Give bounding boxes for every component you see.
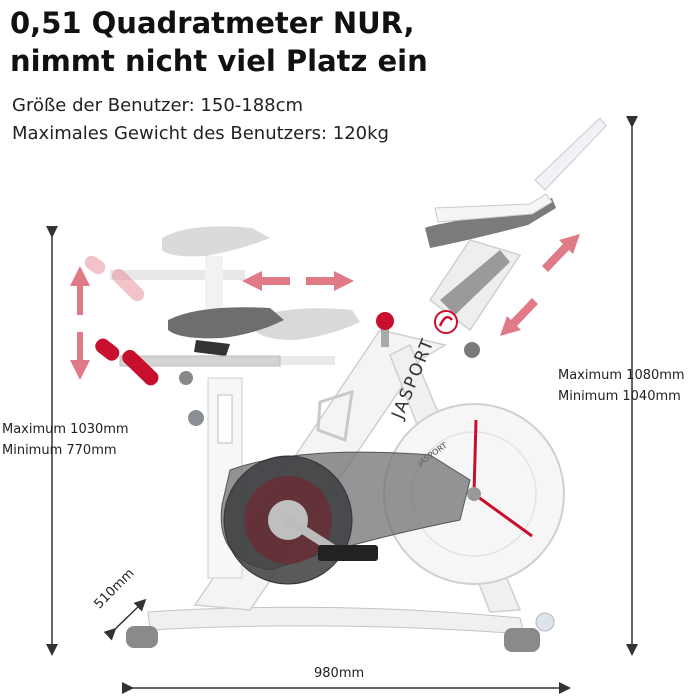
brand-logo-icon	[434, 310, 458, 334]
headline: 0,51 Quadratmeter NUR, nimmt nicht viel …	[10, 4, 428, 80]
pedal	[318, 545, 378, 561]
belt-guard	[220, 451, 471, 585]
seat	[119, 307, 284, 426]
seat-vertical-adjust-arrow	[70, 266, 90, 380]
bottle-holder	[316, 389, 354, 443]
headline-line-2: nimmt nicht viel Platz ein	[10, 44, 428, 78]
handlebar-adjust-knob	[464, 342, 480, 358]
width-dimension-line	[103, 598, 147, 641]
handlebar-height-max-label: Maximum 1080mm	[558, 368, 685, 383]
seat-post-sticker	[217, 394, 233, 444]
seat-height-max-label: Maximum 1030mm	[2, 422, 129, 437]
handlebar-adjust-arrow	[500, 234, 580, 336]
seat-ghost-high	[110, 226, 270, 316]
resistance-knob	[376, 312, 394, 347]
seat-height-min-label: Minimum 770mm	[2, 443, 117, 458]
handle-grip-ghost	[84, 255, 145, 302]
front-foot	[126, 626, 158, 648]
handlebar-height-min-label: Minimum 1040mm	[558, 389, 681, 404]
max-weight-spec: Maximales Gewicht des Benutzers: 120kg	[12, 123, 389, 144]
rear-foot	[504, 628, 540, 652]
user-height-spec: Größe der Benutzer: 150-188cm	[12, 95, 304, 116]
handlebar-assembly	[425, 117, 607, 358]
headline-line-1: 0,51 Quadratmeter NUR,	[10, 6, 415, 40]
seat-adjust-knob	[188, 410, 204, 426]
seat-ghost-forward	[230, 308, 360, 365]
length-label: 980mm	[314, 666, 365, 681]
spec-list: Größe der Benutzer: 150-188cm Maximales …	[12, 92, 389, 148]
seat-horizontal-adjust-arrow	[242, 271, 354, 291]
tablet-holder	[534, 117, 607, 191]
handle-grip	[95, 338, 159, 386]
bike-base	[126, 606, 555, 652]
transport-wheel	[535, 612, 555, 632]
